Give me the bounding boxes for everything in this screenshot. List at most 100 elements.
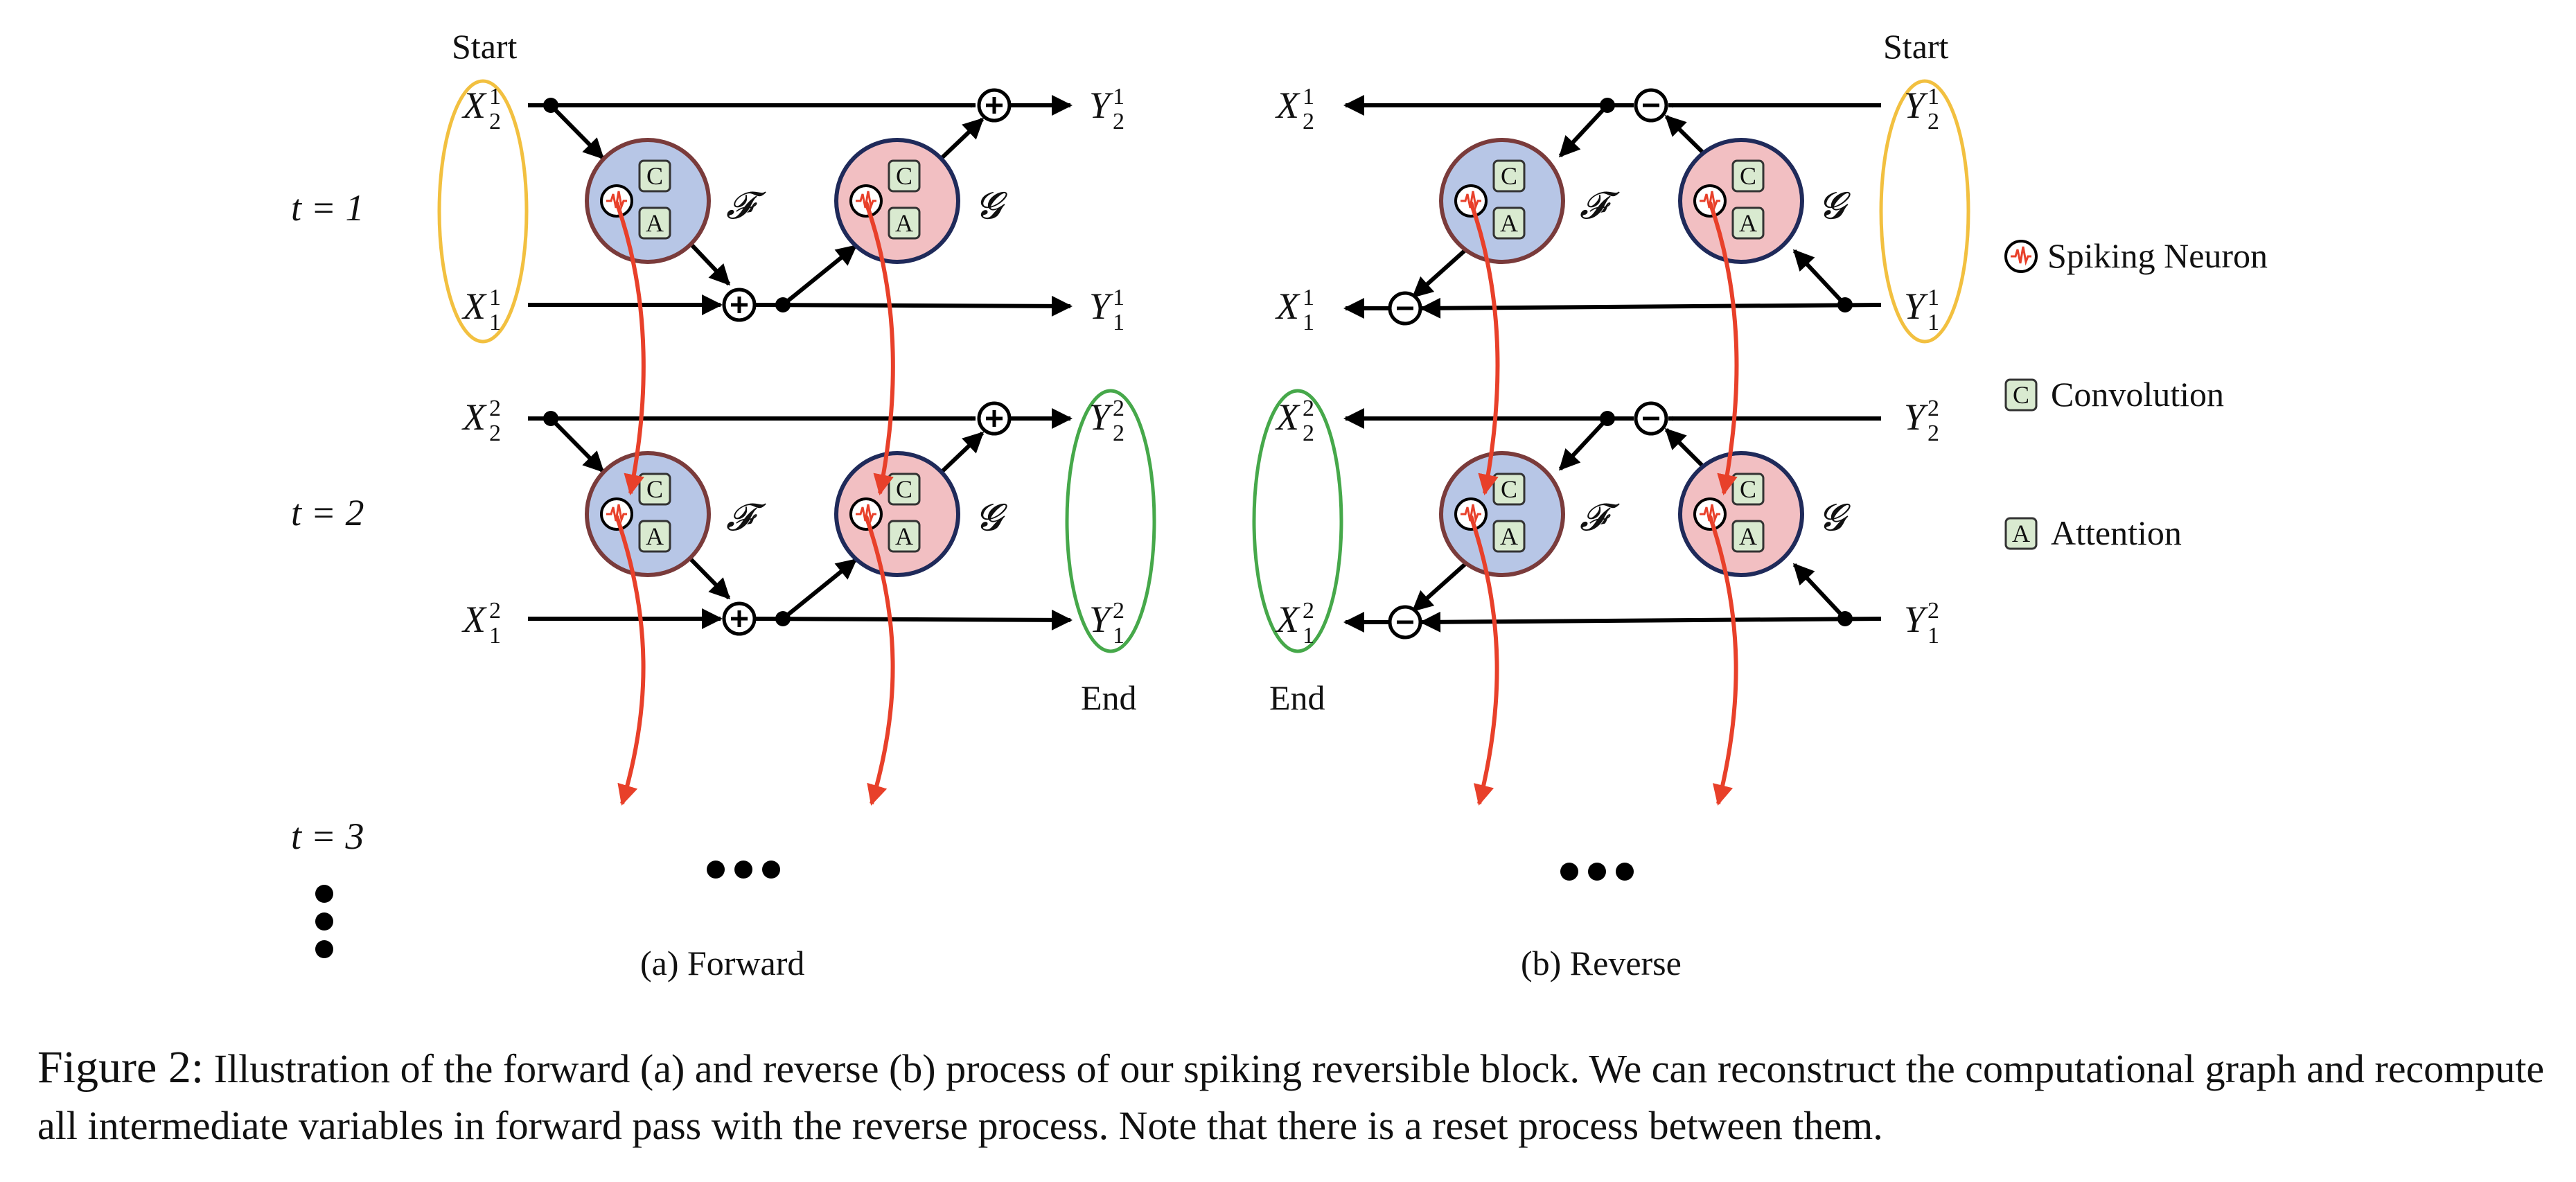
svg-text:1: 1 <box>1113 285 1124 310</box>
svg-text:2: 2 <box>1927 109 1939 134</box>
svg-text:A: A <box>1500 522 1518 550</box>
module-f-reverse-t2: C A <box>1439 451 1565 577</box>
horizontal-ellipsis-icon <box>707 861 780 879</box>
svg-text:C: C <box>1740 162 1756 190</box>
svg-text:A: A <box>1500 209 1518 237</box>
module-g-reverse-t2: C A <box>1678 451 1804 577</box>
svg-text:A: A <box>2012 520 2030 547</box>
svg-text:X: X <box>461 285 487 327</box>
svg-text:2: 2 <box>1113 109 1124 134</box>
svg-text:Y: Y <box>1089 85 1113 126</box>
svg-text:2: 2 <box>1113 598 1124 624</box>
svg-text:A: A <box>895 209 913 237</box>
svg-text:1: 1 <box>1303 84 1314 109</box>
forward-end-ellipse <box>1065 389 1156 653</box>
minus-icon <box>1388 605 1422 639</box>
minus-icon <box>1634 88 1668 123</box>
svg-text:Y: Y <box>1089 285 1113 327</box>
svg-text:1: 1 <box>1927 285 1939 310</box>
svg-text:2: 2 <box>1927 396 1939 421</box>
svg-text:A: A <box>895 522 913 550</box>
svg-text:1: 1 <box>1303 285 1314 310</box>
svg-text:1: 1 <box>1303 623 1314 649</box>
g-label: 𝓖 <box>1819 185 1851 227</box>
plus-icon <box>722 288 757 322</box>
reverse-end-label: End <box>1269 678 1325 717</box>
svg-text:1: 1 <box>1113 310 1124 335</box>
svg-text:C: C <box>1740 475 1756 503</box>
svg-text:Y: Y <box>1904 599 1928 640</box>
svg-text:Y: Y <box>1904 85 1928 126</box>
reverse-start-ellipse <box>1879 79 1970 344</box>
svg-text:X: X <box>1275 396 1300 438</box>
f-label: 𝓕 <box>726 497 766 538</box>
svg-text:A: A <box>1739 209 1757 237</box>
figure-caption: Figure 2: Illustration of the forward (a… <box>37 1039 2559 1154</box>
plus-icon <box>722 601 757 636</box>
attention-icon: A <box>2004 517 2038 550</box>
legend-attention: Attention <box>2051 513 2182 552</box>
svg-text:2: 2 <box>489 396 501 421</box>
svg-text:2: 2 <box>1303 396 1314 421</box>
reverse-start-label: Start <box>1883 27 1949 66</box>
minus-icon <box>1388 291 1422 326</box>
svg-text:C: C <box>646 162 663 190</box>
svg-text:2: 2 <box>489 421 501 446</box>
g-label: 𝓖 <box>976 497 1008 538</box>
svg-text:X: X <box>1275 85 1300 126</box>
module-f-forward-t1: C A <box>585 138 711 264</box>
forward-subcaption: (a) Forward <box>640 944 804 982</box>
module-g-reverse-t1: C A <box>1678 138 1804 264</box>
svg-text:2: 2 <box>489 598 501 624</box>
module-f-reverse-t1: C A <box>1439 138 1565 264</box>
reverse-subcaption: (b) Reverse <box>1521 944 1682 982</box>
svg-text:1: 1 <box>1927 310 1939 335</box>
svg-text:1: 1 <box>1113 84 1124 109</box>
vertical-ellipsis-icon <box>315 885 333 958</box>
plus-icon <box>977 401 1012 436</box>
svg-text:2: 2 <box>1303 598 1314 624</box>
svg-text:Y: Y <box>1089 599 1113 640</box>
f-label: 𝓕 <box>1580 497 1620 538</box>
time-label-1: t = 1 <box>291 187 364 229</box>
svg-text:2: 2 <box>1927 421 1939 446</box>
svg-text:Y: Y <box>1089 396 1113 438</box>
svg-text:X: X <box>1275 285 1300 327</box>
g-label: 𝓖 <box>1819 497 1851 538</box>
svg-text:2: 2 <box>489 109 501 134</box>
svg-text:2: 2 <box>1113 396 1124 421</box>
svg-text:2: 2 <box>1113 421 1124 446</box>
svg-text:1: 1 <box>1927 623 1939 649</box>
forward-start-label: Start <box>452 27 518 66</box>
svg-text:X: X <box>1275 599 1300 640</box>
svg-text:C: C <box>896 475 912 503</box>
svg-text:X: X <box>461 396 487 438</box>
svg-text:1: 1 <box>489 310 501 335</box>
horizontal-ellipsis-icon <box>1560 863 1634 881</box>
svg-text:1: 1 <box>489 285 501 310</box>
legend-spiking-neuron: Spiking Neuron <box>2047 236 2268 275</box>
spiking-neuron-icon <box>2004 240 2038 273</box>
svg-text:C: C <box>646 475 663 503</box>
time-label-3: t = 3 <box>291 815 364 857</box>
svg-text:1: 1 <box>1927 84 1939 109</box>
svg-text:Y: Y <box>1904 396 1928 438</box>
module-g-forward-t1: C A <box>834 138 960 264</box>
legend: Spiking Neuron C Convolution A Attention <box>2004 236 2268 552</box>
svg-text:A: A <box>1739 522 1757 550</box>
svg-text:C: C <box>1501 475 1517 503</box>
svg-text:2: 2 <box>1927 598 1939 624</box>
